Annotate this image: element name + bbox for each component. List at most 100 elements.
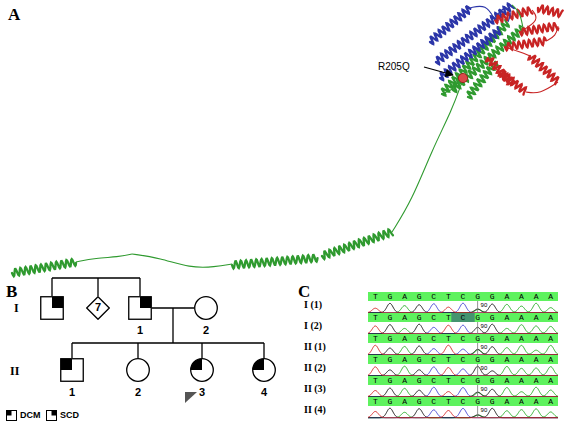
- affection-shading: [7, 411, 12, 416]
- trace-line: [368, 303, 558, 312]
- pedigree-male: [41, 297, 64, 320]
- sample-label: I (2): [304, 321, 322, 331]
- circle-outline: [126, 358, 150, 382]
- coil-loop: [442, 82, 462, 94]
- symbol-fill: [47, 411, 57, 421]
- coil-loop: [546, 26, 558, 41]
- cursor-line: [477, 322, 478, 334]
- trace-line: [368, 366, 558, 375]
- coil-loop: [520, 10, 536, 32]
- legend-item: DCM: [6, 410, 46, 422]
- pedigree-female: 2: [194, 296, 218, 338]
- pedigree-diamond: 7: [86, 296, 110, 320]
- coil-loop: [505, 47, 530, 56]
- coil-loop: [512, 5, 523, 28]
- symbol-border: [47, 411, 57, 421]
- trace-line: [368, 325, 558, 334]
- sequence-text: TGAGCTCGGAAAA: [373, 377, 563, 385]
- coil-loop: [488, 58, 500, 72]
- coil-loop: [470, 6, 495, 20]
- panel-letter: A: [8, 6, 20, 23]
- trace-line: [368, 307, 558, 313]
- symbol-fill: [7, 411, 17, 421]
- pointer-arrow: [424, 67, 453, 75]
- sequence-text: TGAGCTCGGAAAA: [373, 335, 563, 343]
- trace-line: [368, 408, 558, 417]
- symbol-border: [61, 359, 84, 382]
- trace-line: [368, 325, 558, 333]
- alpha-helix: [486, 58, 514, 84]
- trace-line: [368, 325, 558, 333]
- alpha-helix: [495, 8, 532, 24]
- legend-symbol: [46, 410, 57, 421]
- alpha-helix: [505, 38, 546, 51]
- legend-text: DCM: [20, 411, 41, 420]
- alpha-helix: [538, 6, 563, 17]
- sample-label: II (1): [304, 342, 326, 352]
- symbol-border: [129, 297, 152, 320]
- individual-number: 4: [252, 387, 276, 398]
- male-symbol: [41, 297, 64, 320]
- coil-loop: [132, 254, 232, 267]
- trace-line: [368, 387, 558, 396]
- sample-label: II (2): [304, 363, 326, 373]
- symbol-fill: [127, 359, 150, 382]
- symbol-fill: [61, 359, 84, 382]
- coil-loop: [526, 82, 558, 93]
- symbol-border: [191, 359, 214, 382]
- individual-number: 7: [86, 302, 110, 313]
- generation-label: II: [10, 365, 19, 377]
- trace-line: [368, 367, 558, 376]
- symbol-fill: [191, 359, 214, 382]
- trace-line: [368, 324, 558, 333]
- alpha-helix: [520, 23, 558, 35]
- individual-number: 2: [194, 325, 218, 336]
- mutation-site: [458, 73, 467, 82]
- affection-shading: [52, 297, 63, 308]
- circle-outline: [252, 358, 276, 382]
- trace-line: [368, 409, 558, 418]
- symbol-border: [87, 297, 110, 320]
- trace-line: [368, 367, 558, 376]
- pedigree-female: 3: [190, 358, 214, 400]
- coil-loop: [76, 254, 132, 262]
- legend-symbol: [6, 410, 17, 421]
- individual-number: 1: [60, 387, 84, 398]
- symbol-border: [253, 359, 276, 382]
- individual-number: 2: [126, 387, 150, 398]
- sample-label: II (4): [304, 405, 326, 415]
- cursor-line: [477, 301, 478, 313]
- panel-letter: B: [6, 283, 17, 300]
- trace-line: [368, 388, 558, 397]
- pedigree-female: 4: [252, 358, 276, 400]
- symbol-fill: [253, 359, 276, 382]
- alpha-helix: [322, 229, 393, 259]
- panel-letter: C: [298, 283, 310, 300]
- position-number: 90: [481, 302, 488, 308]
- position-number: 90: [481, 386, 488, 392]
- individual-number: 3: [190, 387, 214, 398]
- trace-line: [368, 345, 558, 354]
- generation-label: I: [14, 302, 19, 314]
- trace-line: [368, 408, 558, 417]
- trace-line: [368, 391, 558, 397]
- alpha-helix: [430, 6, 470, 44]
- symbol-border: [127, 359, 150, 382]
- symbol-border: [7, 411, 17, 421]
- legend-item: SCD: [46, 410, 86, 422]
- cursor-line: [477, 343, 478, 355]
- position-number: 90: [481, 323, 488, 329]
- individual-number: 1: [128, 325, 152, 336]
- legend-text: SCD: [60, 411, 79, 420]
- cursor-line: [477, 406, 478, 418]
- pedigree-lines: [52, 278, 264, 358]
- mutation-label: R205Q: [378, 62, 410, 72]
- square-outline: [60, 358, 84, 382]
- trace-line: [368, 346, 558, 355]
- sample-label: I (1): [304, 300, 322, 310]
- circle-outline: [194, 296, 218, 320]
- position-number: 90: [481, 365, 488, 371]
- sequence-text: TGAGCTCGGAAAA: [373, 398, 563, 406]
